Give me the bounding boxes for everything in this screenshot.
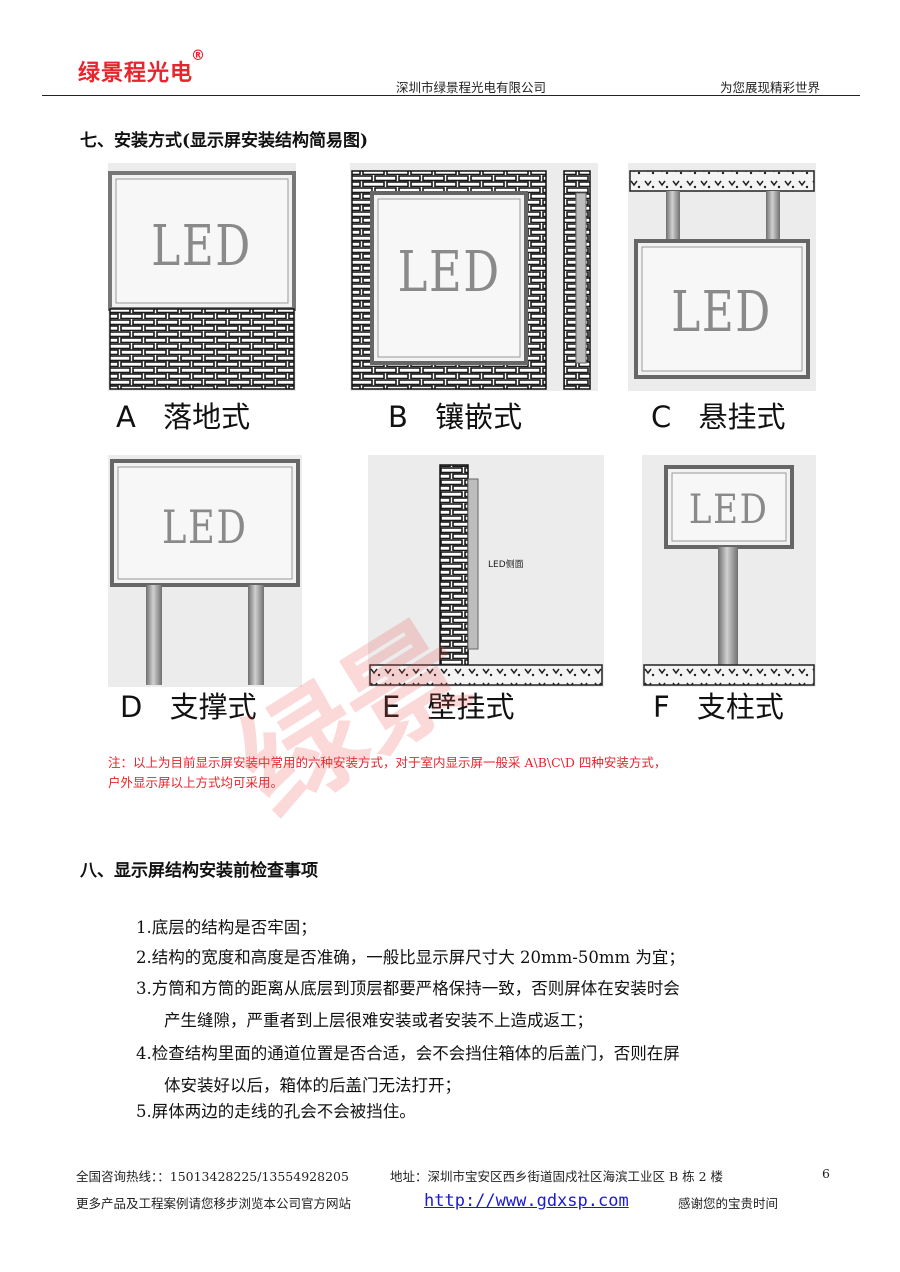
diagram-pillar: LED — [642, 455, 816, 687]
embedded-illustration: LED — [351, 170, 591, 390]
caption-d: D 支撑式 — [120, 684, 257, 726]
caption-c: C 悬挂式 — [651, 394, 785, 436]
company-logo: 绿景程光电 — [78, 61, 194, 86]
caption-a: A 落地式 — [116, 394, 250, 436]
checklist-item: 2.结构的宽度和高度是否准确，一般比显示屏尺寸大 20mm-50mm 为宜； — [136, 948, 685, 967]
caption-type: 支柱式 — [696, 690, 784, 724]
diagram-wall-mounted: LED侧面 — [368, 455, 604, 687]
caption-letter: C — [651, 400, 672, 434]
section-heading-installation: 七、安装方式(显示屏安装结构简易图) — [80, 131, 369, 151]
checklist-item: 3.方筒和方筒的距离从底层到顶层都要严格保持一致，否则屏体在安装时会 — [136, 979, 680, 998]
footer-address: 地址：深圳市宝安区西乡街道固戍社区海滨工业区 B 栋 2 楼 — [390, 1169, 724, 1184]
installation-note-line-1: 注：以上为目前显示屏安装中常用的六种安装方式，对于室内显示屏一般采 A\B\C\… — [108, 755, 667, 770]
checklist-item: 5.屏体两边的走线的孔会不会被挡住。 — [136, 1102, 416, 1121]
checklist-item-continued: 体安装好以后，箱体的后盖门无法打开； — [164, 1076, 461, 1095]
installation-note-line-2: 户外显示屏以上方式均可采用。 — [108, 775, 284, 790]
caption-type: 悬挂式 — [698, 400, 786, 434]
led-label: LED — [151, 213, 252, 279]
led-side-label: LED侧面 — [488, 558, 524, 570]
page-number: 6 — [822, 1166, 830, 1181]
footer-more-info: 更多产品及工程案例请您移步浏览本公司官方网站 — [76, 1196, 352, 1211]
caption-letter: D — [120, 690, 143, 724]
floor-standing-illustration: LED — [108, 171, 296, 390]
hanging-illustration: LED — [629, 170, 815, 379]
led-label: LED — [398, 239, 501, 304]
caption-letter: E — [382, 690, 401, 724]
pillar-illustration: LED — [643, 465, 815, 686]
caption-letter: A — [116, 400, 136, 434]
caption-letter: B — [388, 400, 408, 434]
caption-b: B 镶嵌式 — [388, 394, 522, 436]
caption-e: E 壁挂式 — [382, 684, 515, 726]
support-illustration: LED — [110, 459, 300, 685]
diagram-embedded: LED — [350, 163, 598, 391]
checklist-item-continued: 产生缝隙，严重者到上层很难安装或者安装不上造成返工； — [164, 1011, 593, 1030]
caption-type: 壁挂式 — [427, 690, 515, 724]
section-heading-checklist: 八、显示屏结构安装前检查事项 — [80, 861, 318, 881]
checklist-item: 1.底层的结构是否牢固； — [136, 918, 317, 937]
wall-mounted-illustration: LED侧面 — [369, 464, 603, 686]
caption-f: F 支柱式 — [653, 684, 784, 726]
website-link[interactable]: http://www.gdxsp.com — [424, 1191, 629, 1211]
header-divider — [42, 95, 860, 96]
footer-hotline: 全国咨询热线：：15013428225/13554928205 — [76, 1169, 349, 1184]
led-label: LED — [671, 279, 772, 345]
led-label: LED — [689, 486, 769, 532]
registered-mark: ® — [191, 48, 205, 64]
diagram-floor-standing: LED — [108, 163, 296, 391]
checklist-item: 4.检查结构里面的通道位置是否合适，会不会挡住箱体的后盖门，否则在屏 — [136, 1044, 680, 1063]
footer-thanks: 感谢您的宝贵时间 — [678, 1196, 779, 1211]
company-name: 深圳市绿景程光电有限公司 — [396, 80, 547, 95]
slogan: 为您展现精彩世界 — [720, 80, 821, 95]
caption-letter: F — [653, 690, 670, 724]
caption-type: 支撑式 — [169, 690, 257, 724]
caption-type: 镶嵌式 — [435, 400, 523, 434]
diagram-hanging: LED — [628, 163, 816, 391]
diagram-support: LED — [108, 455, 302, 687]
caption-type: 落地式 — [163, 400, 251, 434]
led-label: LED — [162, 500, 248, 554]
